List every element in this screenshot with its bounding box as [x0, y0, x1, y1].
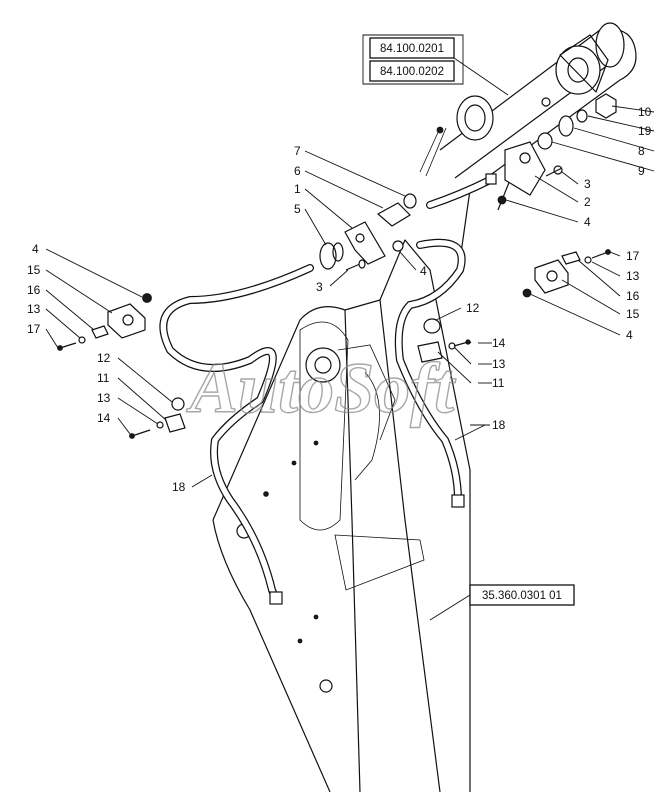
hose-left — [159, 264, 314, 605]
callout-3a: 3 — [316, 280, 323, 294]
callout-11b: 11 — [492, 376, 505, 390]
clamp-set-left — [57, 293, 152, 351]
callout-8: 8 — [638, 144, 645, 158]
nut-part-4b — [392, 240, 404, 252]
hose-end-left — [269, 591, 283, 605]
callout-14b: 14 — [492, 336, 506, 350]
cap-part-12a — [171, 397, 185, 411]
callout-14a: 14 — [97, 411, 111, 425]
clamp-set-right — [522, 249, 611, 298]
elbow-set-right — [417, 318, 471, 363]
nut-part-4a — [142, 293, 152, 303]
callout-4b: 4 — [32, 242, 39, 256]
callout-2: 2 — [584, 195, 591, 209]
hose-end-right — [451, 494, 465, 508]
elbow-set-left — [129, 397, 186, 439]
hose-top — [426, 173, 497, 209]
adapter-part-5 — [319, 242, 337, 270]
plate-part-16a — [91, 325, 109, 339]
ref-leader-cylinder — [453, 57, 509, 96]
cap-part-12b — [423, 318, 441, 334]
washer-part-13a — [78, 336, 86, 344]
callout-12a: 12 — [97, 351, 111, 365]
adapter-part-8 — [558, 115, 574, 137]
callout-15a: 15 — [27, 263, 41, 277]
boom-arm — [212, 239, 471, 792]
callout-9: 9 — [638, 164, 645, 178]
ref-leader-arm — [429, 594, 471, 621]
clip-part-11a — [164, 413, 186, 433]
callout-18b: 18 — [492, 418, 506, 432]
plate-part-16b — [561, 251, 581, 265]
callout-17b: 17 — [626, 249, 640, 263]
watermark-text: AutoSoft — [186, 348, 456, 428]
callout-5: 5 — [294, 202, 301, 216]
callout-stubs — [470, 342, 492, 426]
callout-15b: 15 — [626, 307, 640, 321]
ref-label-cylinder-b: 84.100.0202 — [380, 66, 444, 78]
ref-bracket-cylinder — [362, 34, 464, 85]
callout-3b: 3 — [584, 177, 591, 191]
clamp-part-15a — [107, 303, 146, 339]
callout-4c: 4 — [584, 215, 591, 229]
callout-19: 19 — [638, 124, 652, 138]
nut-part-10 — [595, 93, 617, 119]
ref-box-cylinder-a: 84.100.0201 — [369, 37, 455, 59]
hose-right — [394, 238, 466, 508]
callout-18a: 18 — [172, 480, 186, 494]
callout-13a: 13 — [27, 302, 41, 316]
callout-17a: 17 — [27, 322, 41, 336]
ref-label-cylinder-a: 84.100.0201 — [380, 43, 444, 55]
callout-4d: 4 — [626, 328, 633, 342]
callouts: 7 6 1 5 3 4 4 15 16 13 17 12 11 13 14 18… — [27, 105, 652, 494]
ref-box-cylinder-b: 84.100.0202 — [369, 60, 455, 82]
nut-part-7 — [403, 193, 417, 209]
clamp-plate-part-2 — [497, 141, 546, 205]
ref-box-arm: 35.360.0301 01 — [469, 584, 575, 606]
washer-part-19 — [576, 109, 588, 123]
ref-label-arm: 35.360.0301 01 — [482, 590, 562, 602]
callout-6: 6 — [294, 164, 301, 178]
callout-11a: 11 — [97, 371, 110, 385]
clamp-part-15b — [534, 259, 569, 294]
clip-part-11b — [417, 341, 443, 363]
callout-10: 10 — [638, 105, 652, 119]
fitting-group-right — [537, 93, 617, 177]
callout-7: 7 — [294, 144, 301, 158]
hose-end-top — [485, 173, 497, 185]
fitting-group-center — [319, 193, 417, 271]
leader-lines — [45, 105, 655, 488]
callout-4a: 4 — [420, 264, 427, 278]
callout-16b: 16 — [626, 289, 640, 303]
plate-part-1 — [344, 221, 386, 265]
callout-16a: 16 — [27, 283, 41, 297]
callout-13d: 13 — [492, 357, 506, 371]
callout-13c: 13 — [626, 269, 640, 283]
tube-part-6 — [376, 202, 411, 227]
callout-12b: 12 — [466, 301, 480, 315]
callout-13b: 13 — [97, 391, 111, 405]
nut-part-9 — [537, 132, 553, 150]
washer-part-13c — [584, 256, 592, 264]
callout-1: 1 — [294, 182, 301, 196]
